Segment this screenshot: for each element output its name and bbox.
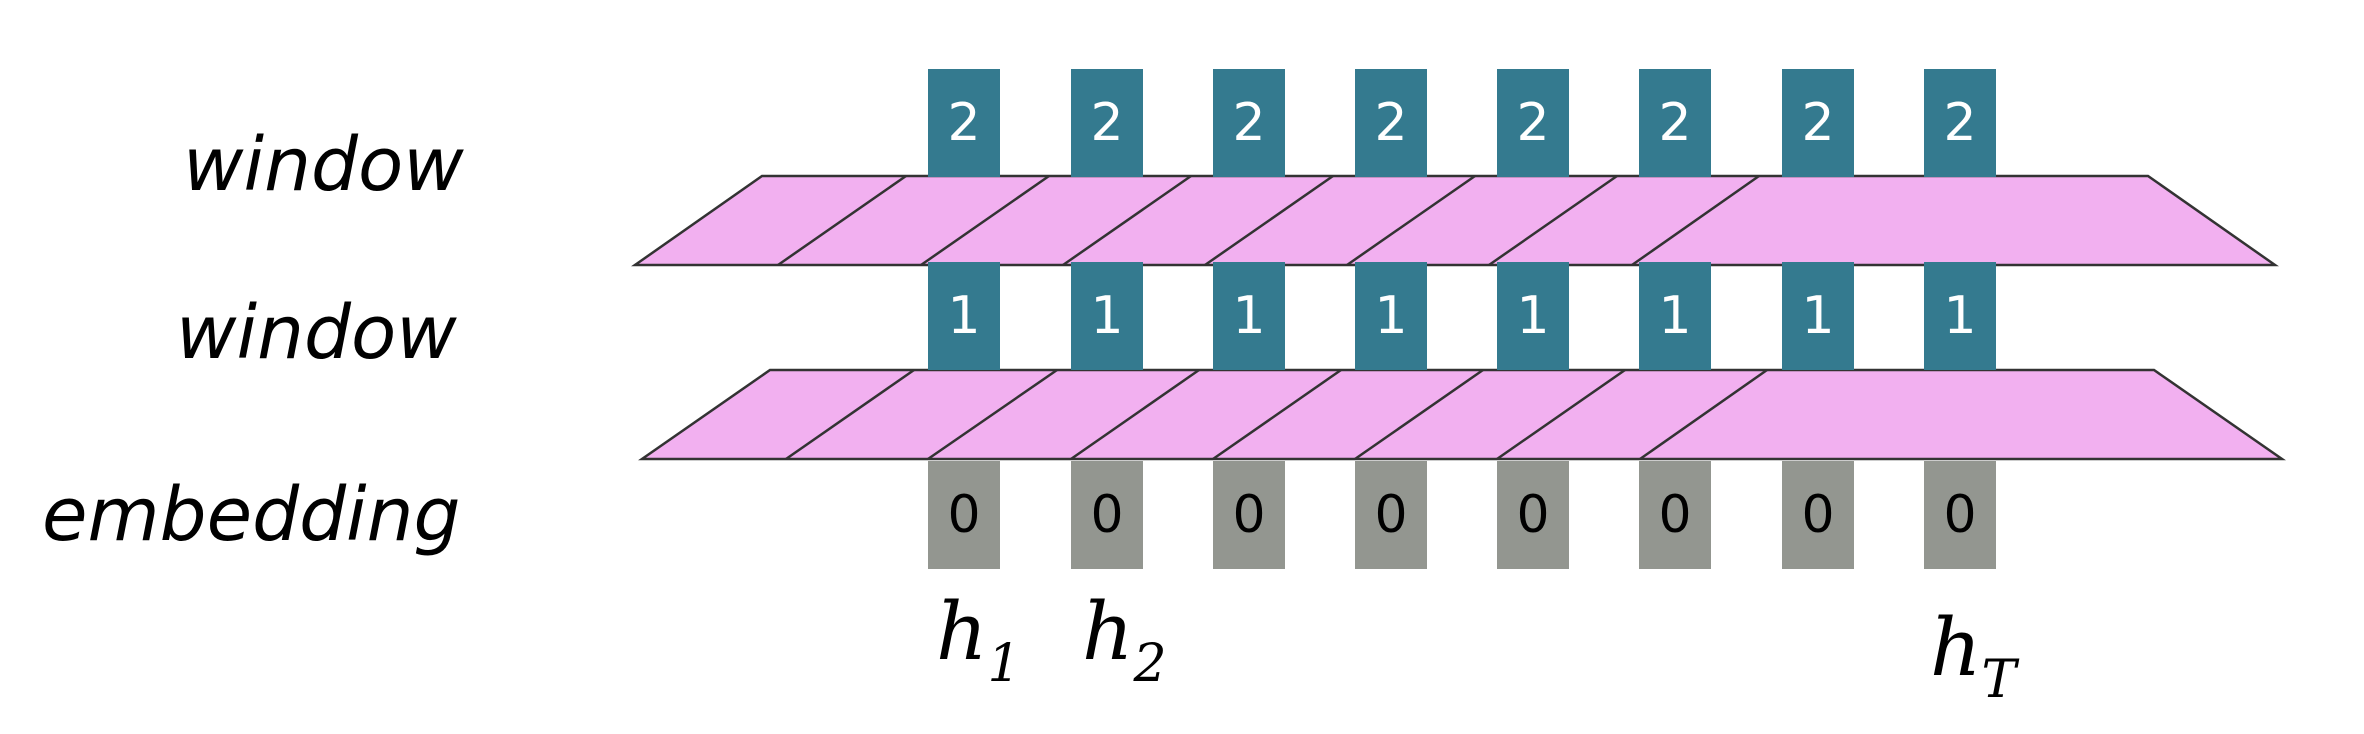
- layer2-cell: 2: [1071, 69, 1143, 177]
- lower-window-band: [638, 368, 2286, 461]
- embedding-cell: 0: [1071, 461, 1143, 569]
- hidden-label-hT: hT: [1930, 608, 2016, 707]
- layer2-cell: 2: [1355, 69, 1427, 177]
- layer2-cell: 2: [1497, 69, 1569, 177]
- layer2-cell: 2: [1924, 69, 1996, 177]
- lower-window-band-divider: [785, 368, 915, 461]
- embedding-cell: 0: [1497, 461, 1569, 569]
- label-top-window: window: [183, 122, 464, 208]
- layer1-cell: 1: [928, 262, 1000, 370]
- layer1-cell: 1: [1355, 262, 1427, 370]
- upper-window-band-divider: [1204, 174, 1334, 267]
- upper-window-band-divider: [920, 174, 1050, 267]
- embedding-cell: 0: [1355, 461, 1427, 569]
- layer1-cell: 1: [1071, 262, 1143, 370]
- hidden-label-h1: h1: [936, 592, 1021, 691]
- upper-window-band-divider: [1062, 174, 1192, 267]
- upper-window-band-divider: [1631, 174, 1760, 267]
- layer2-cell: 2: [1782, 69, 1854, 177]
- lower-window-band-divider: [1212, 368, 1342, 461]
- layer1-cell: 1: [1782, 262, 1854, 370]
- lower-window-band-divider: [1070, 368, 1200, 461]
- upper-window-band-divider: [777, 174, 907, 267]
- label-mid-window: window: [176, 290, 457, 376]
- upper-window-band-divider: [1488, 174, 1618, 267]
- upper-window-band-divider: [1346, 174, 1476, 267]
- layer1-cell: 1: [1497, 262, 1569, 370]
- layer1-cell: 1: [1924, 262, 1996, 370]
- embedding-cell: 0: [1782, 461, 1854, 569]
- layer2-cell: 2: [1639, 69, 1711, 177]
- hidden-label-base: h: [1082, 585, 1134, 678]
- upper-window-band: [631, 174, 2279, 267]
- lower-window-band-divider: [1496, 368, 1626, 461]
- lower-window-band-divider: [1354, 368, 1484, 461]
- lower-window-band-divider: [927, 368, 1058, 461]
- lower-window-band-shape: [638, 368, 2286, 461]
- layer2-cell: 2: [928, 69, 1000, 177]
- label-embedding: embedding: [42, 472, 461, 558]
- hidden-label-h2: h2: [1082, 592, 1167, 691]
- lower-window-band-divider: [1639, 368, 1768, 461]
- hidden-label-base: h: [1930, 601, 1982, 694]
- layer2-cell: 2: [1213, 69, 1285, 177]
- hidden-label-sub: 2: [1133, 634, 1167, 694]
- layer1-cell: 1: [1639, 262, 1711, 370]
- layer1-cell: 1: [1213, 262, 1285, 370]
- hidden-label-base: h: [936, 585, 988, 678]
- hidden-label-sub: T: [1981, 650, 2017, 710]
- embedding-cell: 0: [1213, 461, 1285, 569]
- embedding-cell: 0: [928, 461, 1000, 569]
- embedding-cell: 0: [1639, 461, 1711, 569]
- hidden-label-sub: 1: [987, 634, 1021, 694]
- embedding-cell: 0: [1924, 461, 1996, 569]
